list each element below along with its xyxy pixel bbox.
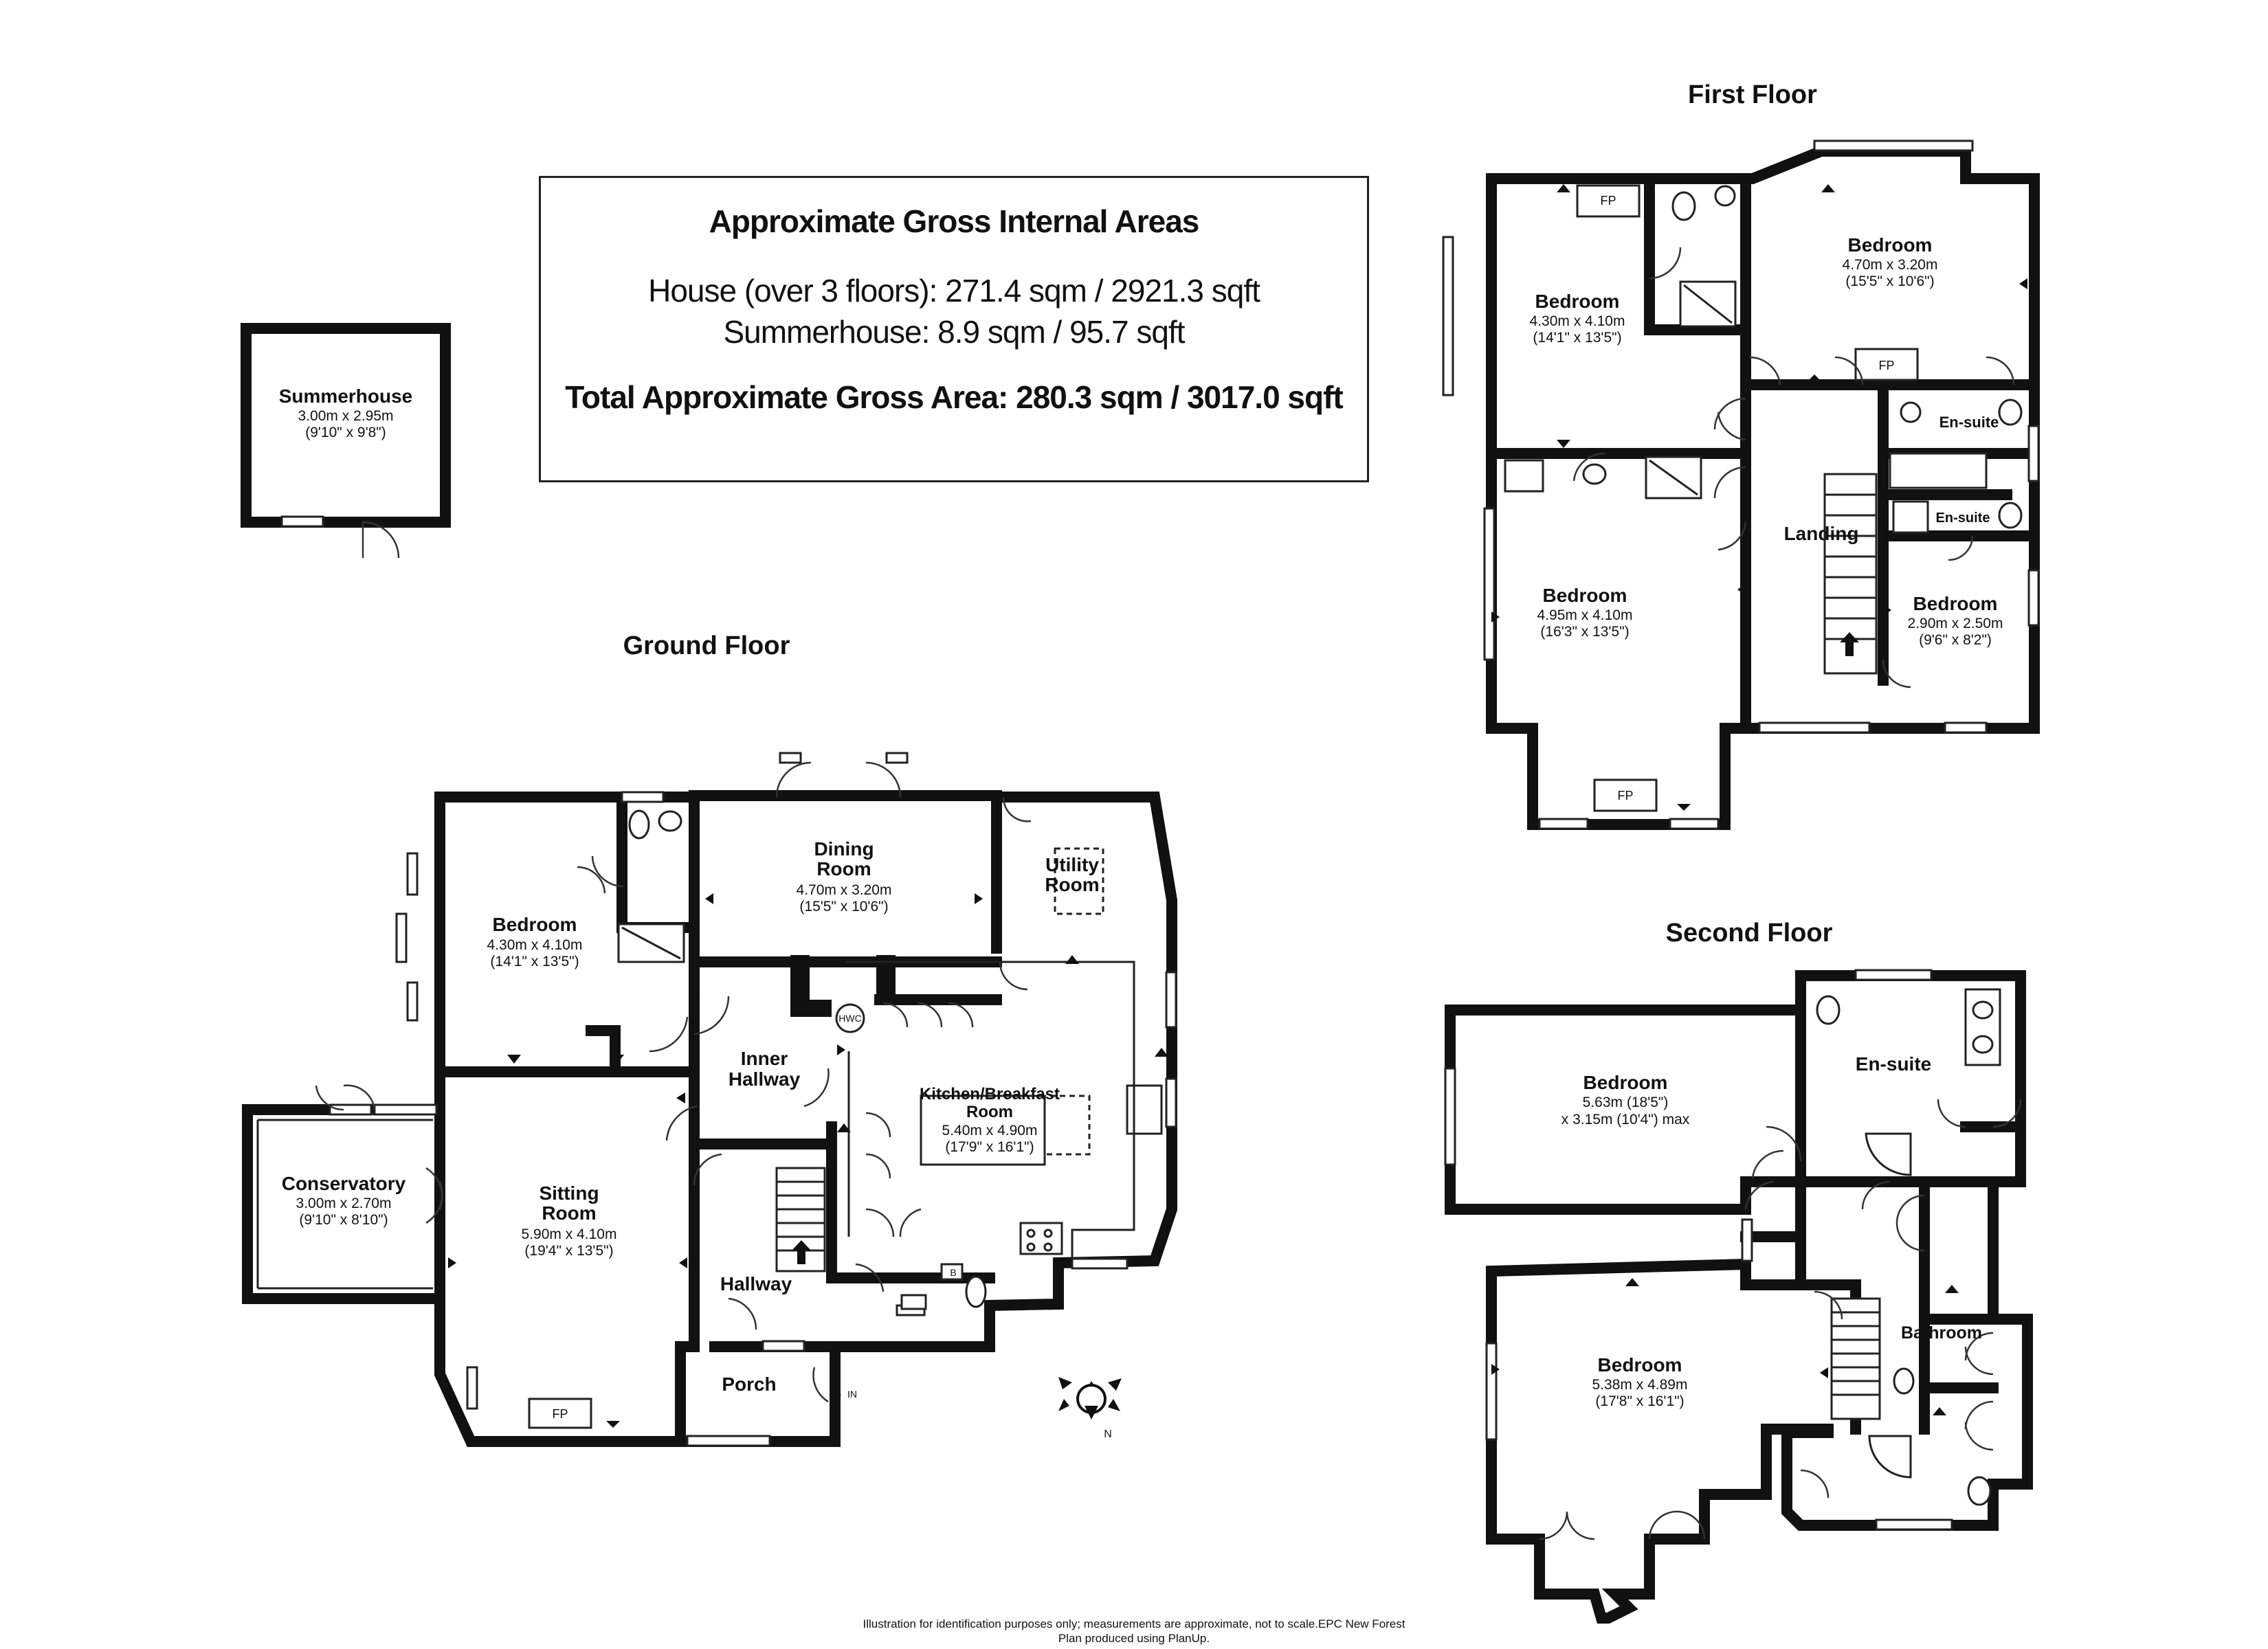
- compass-north-label: N: [1104, 1428, 1112, 1440]
- first-bedroom-d-imperial: (9'6" x 8'2"): [1919, 632, 1992, 648]
- first-bedroom-b-label: Bedroom: [1848, 234, 1933, 256]
- utility-room-label-2: Room: [1045, 874, 1099, 895]
- house-area: House (over 3 floors): 271.4 sqm / 2921.…: [648, 273, 1260, 309]
- first-bedroom-a-metric: 4.30m x 4.10m: [1530, 313, 1625, 329]
- summerhouse-area: Summerhouse: 8.9 sqm / 95.7 sqft: [723, 314, 1185, 350]
- first-bedroom-c-label: Bedroom: [1543, 585, 1627, 606]
- ground-bedroom-imperial: (14'1" x 13'5"): [490, 954, 579, 969]
- first-bedroom-c-metric: 4.95m x 4.10m: [1537, 607, 1633, 623]
- inner-hallway-label-2: Hallway: [729, 1068, 801, 1090]
- summerhouse-metric: 3.00m x 2.95m: [298, 408, 394, 424]
- inner-hallway-label-1: Inner: [741, 1048, 788, 1069]
- summerhouse-plan: Summerhouse 3.00m x 2.95m (9'10" x 9'8"): [241, 323, 451, 559]
- second-floor-plan: Bedroom 5.63m (18'5") x 3.15m (10'4") ma…: [1444, 969, 2033, 1624]
- second-bedroom-a-max: x 3.15m (10'4") max: [1561, 1112, 1690, 1128]
- first-bedroom-a-imperial: (14'1" x 13'5"): [1533, 330, 1621, 346]
- first-bedroom-d-metric: 2.90m x 2.50m: [1908, 616, 2003, 631]
- first-floor-label: First Floor: [1688, 80, 1817, 109]
- landing-label: Landing: [1784, 523, 1859, 544]
- hwc-label: HWC: [838, 1013, 861, 1024]
- footer-disclaimer: Illustration for identification purposes…: [863, 1617, 1405, 1630]
- conservatory-label: Conservatory: [282, 1173, 406, 1194]
- summerhouse-label: Summerhouse: [279, 385, 413, 407]
- ground-floor-label: Ground Floor: [623, 631, 790, 660]
- first-bedroom-c-imperial: (16'3" x 13'5"): [1540, 624, 1629, 640]
- first-fireplace-b: FP: [1878, 359, 1894, 372]
- second-bedroom-b-label: Bedroom: [1598, 1354, 1682, 1376]
- first-bedroom-b-imperial: (15'5" x 10'6"): [1845, 273, 1934, 289]
- dining-room-metric: 4.70m x 3.20m: [797, 882, 892, 898]
- boiler-label: B: [950, 1267, 956, 1278]
- kitchen-metric: 5.40m x 4.90m: [942, 1123, 1038, 1138]
- dining-room-label-1: Dining: [814, 838, 874, 860]
- ground-fireplace-label: FP: [552, 1407, 568, 1421]
- first-fireplace-a: FP: [1600, 194, 1616, 207]
- first-bedroom-d-label: Bedroom: [1913, 593, 1998, 614]
- first-fireplace-c: FP: [1617, 789, 1633, 803]
- first-floor-plan: FP FP FP: [1442, 139, 2040, 830]
- first-bedroom-a-label: Bedroom: [1535, 291, 1620, 312]
- second-bedroom-b-imperial: (17'8" x 16'1"): [1595, 1393, 1684, 1409]
- gross-areas-box: Approximate Gross Internal Areas House (…: [539, 176, 1369, 482]
- kitchen-imperial: (17'9" x 16'1"): [945, 1139, 1034, 1155]
- second-floor-label: Second Floor: [1666, 919, 1833, 947]
- conservatory-imperial: (9'10" x 8'10"): [299, 1212, 388, 1228]
- dining-room-label-2: Room: [816, 858, 871, 879]
- second-bedroom-a-label: Bedroom: [1583, 1072, 1668, 1093]
- first-ensuite-1-label: En-suite: [1939, 414, 1999, 431]
- summerhouse-imperial: (9'10" x 9'8"): [305, 425, 386, 440]
- first-ensuite-2-label: En-suite: [1936, 511, 1990, 526]
- porch-label: Porch: [722, 1373, 776, 1395]
- hallway-label: Hallway: [720, 1273, 792, 1294]
- compass-icon: N: [1058, 1377, 1122, 1440]
- ground-bedroom-label: Bedroom: [493, 914, 577, 935]
- conservatory-metric: 3.00m x 2.70m: [296, 1196, 392, 1211]
- kitchen-label-2: Room: [966, 1103, 1013, 1121]
- entrance-label: IN: [847, 1389, 857, 1400]
- second-bedroom-a-metric: 5.63m (18'5"): [1583, 1095, 1669, 1110]
- areas-title: Approximate Gross Internal Areas: [709, 203, 1200, 239]
- kitchen-label-1: Kitchen/Breakfast: [920, 1085, 1060, 1103]
- second-bedroom-b-metric: 5.38m x 4.89m: [1592, 1377, 1688, 1393]
- first-bedroom-b-metric: 4.70m x 3.20m: [1843, 257, 1938, 273]
- sitting-room-label-1: Sitting: [539, 1182, 599, 1204]
- dining-room-imperial: (15'5" x 10'6"): [799, 899, 888, 915]
- sitting-room-label-2: Room: [542, 1202, 596, 1224]
- total-area: Total Approximate Gross Area: 280.3 sqm …: [565, 379, 1344, 415]
- bathroom-label: Bathroom: [1901, 1323, 1982, 1343]
- second-ensuite-label: En-suite: [1856, 1053, 1931, 1075]
- footer-credit: Plan produced using PlanUp.: [1058, 1632, 1210, 1645]
- utility-room-label-1: Utility: [1045, 854, 1099, 875]
- sitting-room-imperial: (19'4" x 13'5"): [524, 1243, 613, 1259]
- ground-floor-plan: FP HWC B IN Bedroom 4.30m x 4.10m (14'1"…: [242, 752, 1177, 1447]
- ground-bedroom-metric: 4.30m x 4.10m: [487, 937, 583, 953]
- sitting-room-metric: 5.90m x 4.10m: [522, 1226, 617, 1242]
